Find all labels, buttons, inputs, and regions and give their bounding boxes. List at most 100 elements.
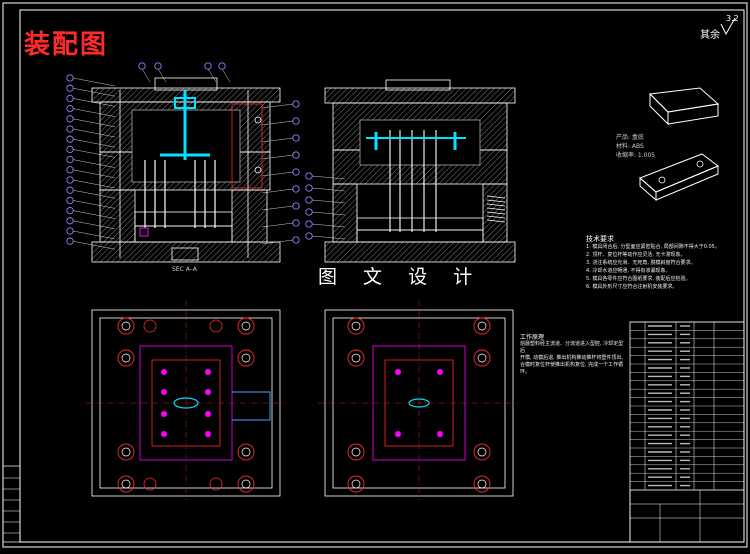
balloon-circle [305, 232, 313, 240]
fixed-bush-inner [477, 321, 487, 331]
leader-line [72, 179, 116, 189]
spring-coil [486, 195, 506, 199]
guide-bush-circle [237, 349, 255, 367]
leader-line [72, 159, 116, 168]
side-ejector-plate [356, 229, 484, 243]
balloon-circle [292, 134, 300, 142]
balloon-circle [66, 135, 74, 143]
spring-coil [486, 215, 506, 219]
balloon-circle [66, 196, 74, 205]
fixed-bush-circle [347, 475, 365, 493]
side-ejector-retainer [356, 217, 484, 231]
fixed-bush-inner [477, 447, 487, 457]
leader-line [311, 223, 346, 228]
insert-dot [395, 431, 401, 437]
insert-dot [395, 369, 401, 375]
fixed-bush-inner [351, 321, 361, 331]
balloon-circle [138, 62, 146, 70]
leader-line [261, 154, 294, 160]
fixed-bush-circle [473, 443, 491, 461]
leader-line [221, 68, 231, 83]
balloon-circle [66, 145, 74, 154]
leader-line [261, 239, 294, 245]
spring-coil [486, 199, 506, 203]
leader-line [72, 220, 116, 229]
part-hole [696, 160, 704, 168]
guide-bush-circle [237, 475, 255, 493]
guide-bush-inner [121, 353, 131, 363]
ejector-dot [205, 431, 211, 437]
tech-line: 1. 模具闭合后, 分型面应紧密贴合, 局部间隙不得大于0.05。 [586, 244, 720, 250]
guide-bush-circle [117, 443, 135, 461]
work-principle: 熔融塑料经主流道、分流道进入型腔, 冷却定型后 开模, 动模后退, 推出机构推动… [520, 341, 624, 376]
guide-bush-circle [117, 317, 135, 335]
work-line: 熔融塑料经主流道、分流道进入型腔, 冷却定型后 [520, 341, 624, 354]
side-bottom-clamp [324, 241, 516, 263]
guide-bush-inner [241, 447, 251, 457]
ejector-dot [161, 369, 167, 375]
leader-line [311, 175, 346, 180]
balloon-circle [292, 168, 300, 176]
part-sketch-front [667, 103, 719, 125]
balloon-circle [218, 62, 226, 70]
side-locating-ring [385, 79, 451, 91]
return-pin-circle [209, 477, 223, 491]
leader-line [72, 77, 116, 87]
work-line: 合模时复位杆使推出机构复位, 完成一个工作循环。 [520, 362, 624, 375]
balloon-circle [66, 155, 74, 164]
ejector-hole [171, 247, 199, 261]
guide-bush-circle [237, 317, 255, 335]
guide-bush-circle [117, 475, 135, 493]
ejector-dot [205, 389, 211, 395]
insert-dot [437, 369, 443, 375]
tech-line: 2. 顶杆、复位杆等动作应灵活, 无卡滞现象。 [586, 252, 686, 258]
side-spacer-left [332, 183, 358, 243]
tech-line: 4. 冷却水道应畅通, 不得有渗漏现象。 [586, 268, 671, 274]
left-strip [2, 465, 21, 543]
corner-note: 其余 [700, 30, 720, 41]
cooling-channel-plan [232, 391, 271, 421]
part-info-line: 产品: 盒底 [616, 134, 644, 141]
balloon-circle [66, 237, 74, 245]
balloon-circle [66, 84, 74, 92]
ejector-dot [161, 389, 167, 395]
spacer-block-right [231, 189, 268, 243]
fixed-bush-inner [351, 479, 361, 489]
balloon-circle [292, 236, 300, 244]
balloon-circle [66, 74, 74, 82]
leader-line [72, 200, 116, 209]
balloon-circle [292, 151, 300, 159]
leader-line [72, 241, 116, 250]
fixed-bush-circle [347, 349, 365, 367]
leader-line [72, 190, 116, 199]
leader-line [207, 68, 217, 83]
balloon-circle [66, 217, 74, 225]
leader-line [72, 139, 116, 148]
balloon-circle [154, 62, 162, 70]
leader-line [72, 118, 116, 127]
leader-line [261, 137, 294, 143]
balloon-circle [305, 220, 313, 228]
leader-line [311, 235, 346, 240]
guide-bush-circle [237, 443, 255, 461]
roughness-symbol [720, 17, 736, 36]
balloon-circle [66, 94, 74, 103]
leader-line [141, 68, 151, 83]
balloon-circle [66, 227, 74, 235]
balloon-circle [66, 186, 74, 194]
leader-line [261, 205, 294, 211]
leader-line [311, 199, 346, 204]
balloon-circle [66, 176, 74, 184]
leader-line [261, 103, 294, 109]
balloon-circle [66, 206, 74, 215]
water-plug [231, 103, 263, 189]
guide-bush-circle [117, 349, 135, 367]
balloon-circle [66, 115, 74, 123]
watermark-text: 图 文 设 计 [318, 266, 483, 288]
spacer-block-left [99, 189, 136, 243]
roughness-value: 3.2 [726, 14, 739, 23]
ejector-dot [161, 411, 167, 417]
title-block [629, 489, 745, 543]
fixed-bush-circle [473, 317, 491, 335]
